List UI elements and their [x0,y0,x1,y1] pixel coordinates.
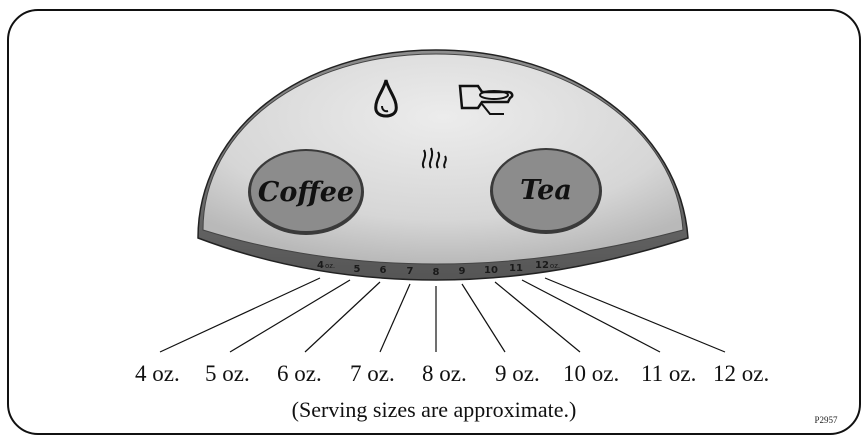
dial-mark: 6 [380,265,387,276]
serving-size-label: 9 oz. [495,361,540,386]
caption: (Serving sizes are approximate.) [292,397,577,422]
serving-size-label: 10 oz. [563,361,619,386]
leader-lines [159,277,726,353]
serving-size-labels: 4 oz. 5 oz. 6 oz. 7 oz. 8 oz. 9 oz. 10 o… [135,361,769,386]
brew-basket-icon [458,84,514,115]
dial-mark: 9 [459,266,466,277]
serving-size-label: 8 oz. [422,361,467,386]
leader-line [494,281,581,353]
serving-size-label: 6 oz. [277,361,322,386]
leader-line [521,279,661,353]
leader-line [544,277,726,353]
dial-mark-last: 12oz. [535,260,560,271]
leader-line [304,281,381,353]
serving-size-label: 11 oz. [641,361,696,386]
tea-button[interactable]: Tea [490,148,602,234]
serving-size-label: 7 oz. [350,361,395,386]
leader-line [229,279,351,353]
dial-mark: 11 [509,263,523,274]
dial-mark: 5 [354,264,361,275]
leader-line [159,277,321,353]
serving-size-label: 5 oz. [205,361,250,386]
dial-mark: 7 [407,266,414,277]
figure-code: P2957 [814,415,838,425]
dial-mark-first: 4oz. [317,260,335,271]
dial-mark: 10 [484,265,498,276]
tea-button-label: Tea [520,175,572,206]
leader-line [461,283,506,353]
coffee-button-label: Coffee [258,177,354,208]
dial-mark: 8 [433,267,440,278]
coffee-button[interactable]: Coffee [248,149,364,235]
heat-steam-icon [421,147,447,169]
leader-line [379,283,411,353]
water-drop-icon [374,79,398,118]
serving-size-label: 12 oz. [713,361,769,386]
serving-size-label: 4 oz. [135,361,180,386]
dial-scale: 4oz. 5 6 7 8 9 10 11 12oz. [317,260,560,278]
